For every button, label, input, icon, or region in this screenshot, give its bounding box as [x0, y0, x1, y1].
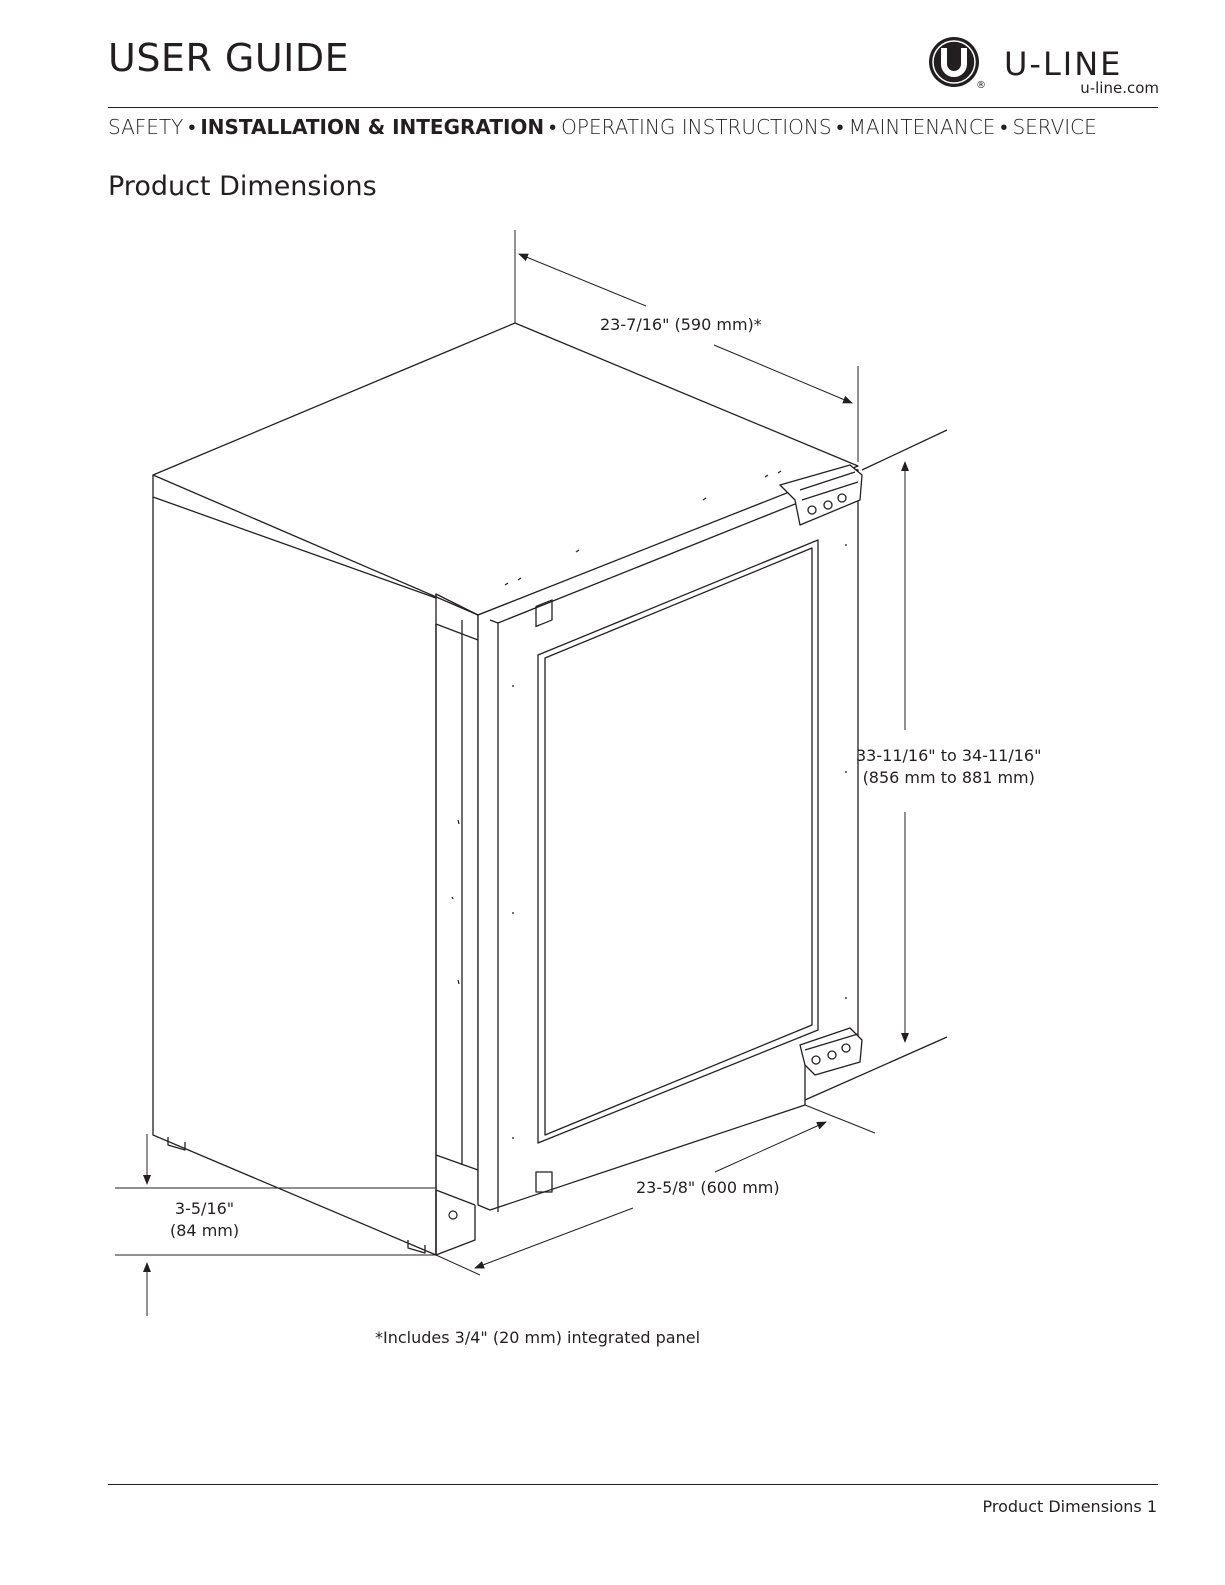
toe-kick-dimension: [115, 1134, 436, 1316]
toe-kick-label-line2: (84 mm): [170, 1220, 239, 1242]
footer-page-label: Product Dimensions 1: [983, 1496, 1157, 1518]
cabinet-front-stile: [436, 620, 478, 1255]
cabinet-side: [153, 497, 436, 1255]
height-label: 33-11/16" to 34-11/16" (856 mm to 881 mm…: [856, 745, 1041, 789]
toe-kick-label: 3-5/16" (84 mm): [170, 1198, 239, 1242]
height-label-line2: (856 mm to 881 mm): [856, 767, 1041, 789]
footnote: *Includes 3/4" (20 mm) integrated panel: [375, 1327, 700, 1349]
depth-label: 23-7/16" (590 mm)*: [600, 314, 762, 336]
toe-kick: [436, 1190, 475, 1255]
footer-rule: [108, 1484, 1158, 1485]
width-label: 23-5/8" (600 mm): [636, 1177, 780, 1199]
height-label-line1: 33-11/16" to 34-11/16": [856, 745, 1041, 767]
toe-kick-label-line1: 3-5/16": [170, 1198, 239, 1220]
